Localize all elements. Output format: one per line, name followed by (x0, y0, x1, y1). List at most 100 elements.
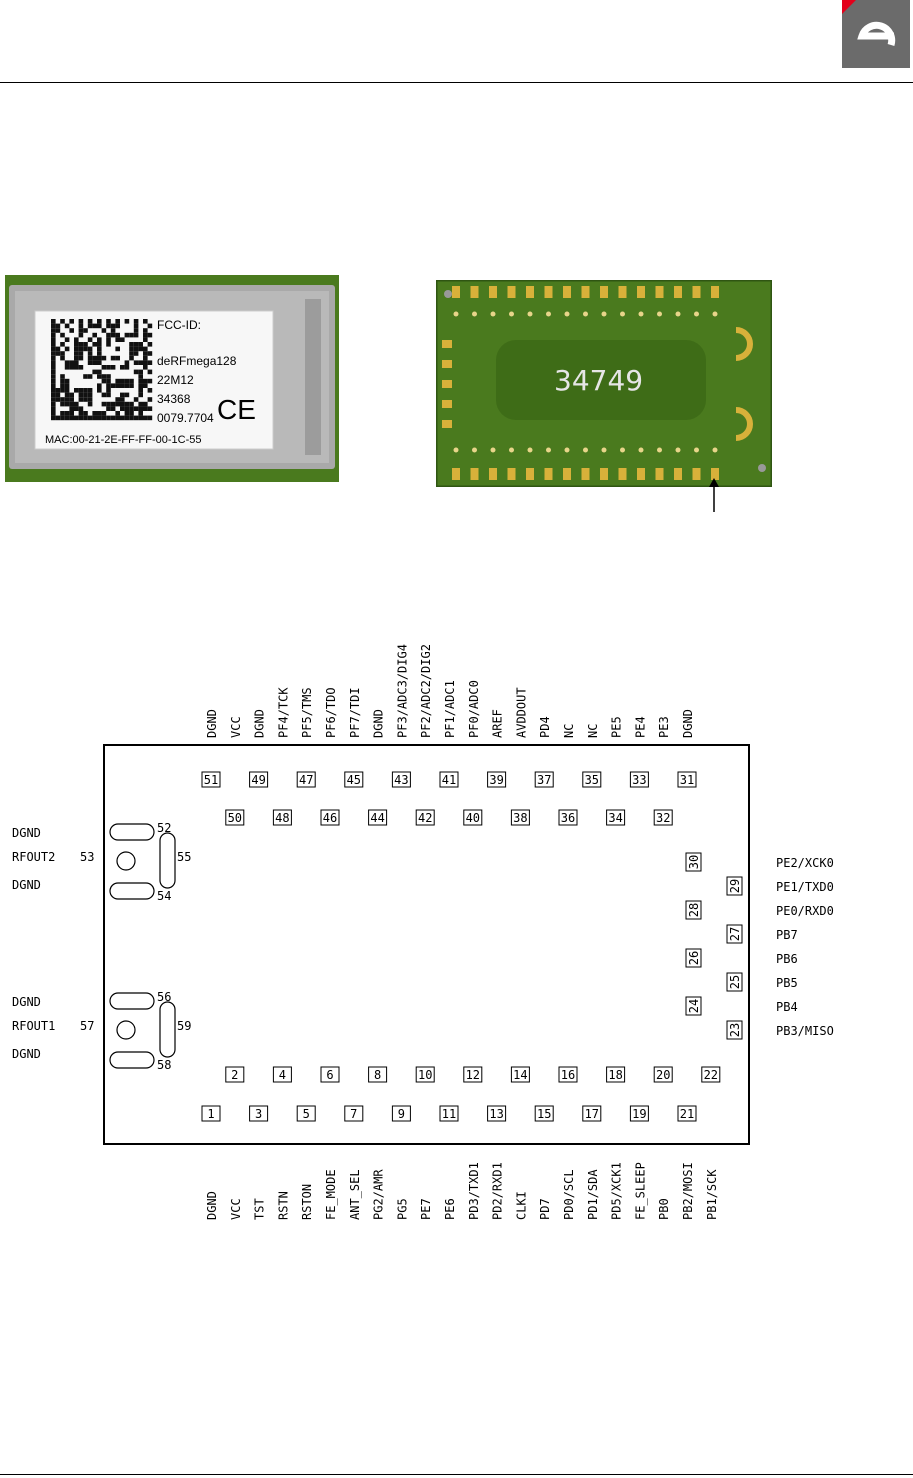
pin-number: 32 (656, 811, 670, 825)
pin-number: 35 (585, 773, 599, 787)
module-back-photo: 34749 (436, 280, 772, 487)
pin1-arrow (709, 478, 719, 512)
pin-signal-bottom: PD0/SCL (562, 1169, 576, 1220)
top-pin-group: 51DGND50VCC49DGND48PF4/TCK47PF5/TMS46PF6… (201, 644, 697, 826)
pin-signal-left: RFOUT1 (12, 1019, 55, 1033)
pin-signal-bottom: TST (253, 1198, 267, 1220)
pin-signal-bottom: DGND (205, 1191, 219, 1220)
pin-box-top (582, 771, 602, 788)
pin-signal-bottom: RSTN (276, 1191, 290, 1220)
pin-number: 22 (704, 1068, 718, 1082)
pin-signal-bottom: PB0 (657, 1198, 671, 1220)
pinout-diagram: 51DGND50VCC49DGND48PF4/TCK47PF5/TMS46PF6… (12, 644, 834, 1220)
pin-signal-top: NC (562, 724, 576, 738)
pin-signal-top: PF7/TDI (348, 687, 362, 738)
pin-signal-top: AREF (491, 709, 505, 738)
pin-signal-bottom: PD7 (538, 1198, 552, 1220)
pin-box-bottom (391, 1105, 411, 1122)
pin-number: 34 (608, 811, 622, 825)
pin-number: 13 (489, 1107, 503, 1121)
pin-box-top (344, 771, 364, 788)
pin-signal-bottom: PD1/SDA (586, 1169, 600, 1220)
pin-number: 52 (157, 821, 171, 835)
pin-box-bottom (582, 1105, 602, 1122)
code3-text: 0079.7704 (157, 411, 214, 425)
pin-box-bottom (558, 1066, 578, 1083)
pin-box-top (296, 771, 316, 788)
rf-pad-center (116, 1020, 136, 1040)
pin-number: 14 (513, 1068, 527, 1082)
pin-signal-bottom: VCC (229, 1198, 243, 1220)
pin-number: 45 (347, 773, 361, 787)
pin-box-right (685, 900, 702, 920)
pin-signal-top: PE3 (657, 716, 671, 738)
pin-signal-top: PF0/ADC0 (467, 680, 481, 738)
pin-number: 46 (323, 811, 337, 825)
pin-number: 2 (231, 1068, 238, 1082)
pin-box-bottom (368, 1066, 388, 1083)
pin-signal-right: PE0/RXD0 (776, 904, 834, 918)
pin-box-top (558, 809, 578, 826)
ce-mark: CE (217, 394, 256, 425)
pin-number: 54 (157, 889, 171, 903)
rf-pad-bottom (109, 1051, 155, 1069)
pin-box-bottom (677, 1105, 697, 1122)
pin-number: 15 (537, 1107, 551, 1121)
pin-signal-top: PF5/TMS (300, 687, 314, 738)
pin-signal-bottom: PE7 (419, 1198, 433, 1220)
pin-number: 48 (275, 811, 289, 825)
pin-number: 47 (299, 773, 313, 787)
pin-signal-bottom: ANT_SEL (348, 1169, 362, 1220)
pin-number: 59 (177, 1019, 191, 1033)
pin-number: 4 (279, 1068, 286, 1082)
pin-number: 53 (80, 850, 94, 864)
pin-number: 10 (418, 1068, 432, 1082)
code1-text: 22M12 (157, 373, 194, 387)
pin-box-top (415, 809, 435, 826)
footer-rule (0, 1474, 913, 1475)
datamatrix-code (51, 319, 153, 421)
pin-box-bottom (249, 1105, 269, 1122)
pin-box-bottom (701, 1066, 721, 1083)
pin-number: 44 (370, 811, 384, 825)
pin-signal-top: PE5 (610, 716, 624, 738)
pin-box-bottom (653, 1066, 673, 1083)
pin-number: 38 (513, 811, 527, 825)
pin-signal-bottom: PB1/SCK (705, 1169, 719, 1220)
pin-number: 17 (585, 1107, 599, 1121)
pin-number: 19 (632, 1107, 646, 1121)
pin-box-top (249, 771, 269, 788)
pin-signal-right: PB5 (776, 976, 798, 990)
pin-signal-right: PE2/XCK0 (776, 856, 834, 870)
pin-box-top (368, 809, 388, 826)
pin-number: 12 (466, 1068, 480, 1082)
pin-signal-top: PF2/ADC2/DIG2 (419, 644, 433, 738)
pin-number: 3 (255, 1107, 262, 1121)
pin-box-top (534, 771, 554, 788)
pin-signal-bottom: RSTON (300, 1184, 314, 1220)
pin-number: 41 (442, 773, 456, 787)
model-text: deRFmega128 (157, 354, 237, 368)
pin-signal-right: PB3/MISO (776, 1024, 834, 1038)
pin-signal-bottom: PG2/AMR (372, 1169, 386, 1220)
pin-signal-left: DGND (12, 826, 41, 840)
pin-signal-left: RFOUT2 (12, 850, 55, 864)
rf-pad-side (159, 832, 176, 889)
pin-number: 6 (326, 1068, 333, 1082)
pin-number: 39 (489, 773, 503, 787)
pin-box-bottom (272, 1066, 292, 1083)
pin-box-right (726, 876, 743, 896)
pin-number: 29 (728, 879, 742, 893)
code2-text: 34368 (157, 392, 191, 406)
pin-number: 21 (680, 1107, 694, 1121)
pin-box-bottom (344, 1105, 364, 1122)
pin-box-bottom (225, 1066, 245, 1083)
pin-number: 50 (228, 811, 242, 825)
pin-number: 36 (561, 811, 575, 825)
pin-signal-right: PB7 (776, 928, 798, 942)
pin-number: 26 (687, 951, 701, 965)
pin-number: 57 (80, 1019, 94, 1033)
pin-number: 43 (394, 773, 408, 787)
pin-box-bottom (415, 1066, 435, 1083)
